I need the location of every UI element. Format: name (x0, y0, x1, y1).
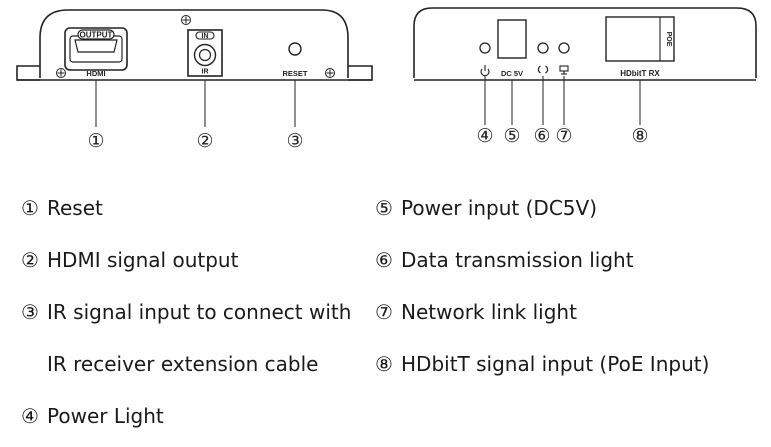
screw-icon (56, 68, 66, 78)
legend-marker: ⑦ (375, 300, 393, 324)
legend-marker: ② (21, 248, 39, 272)
screw-icon (325, 68, 335, 78)
legend-item: ① Reset (21, 196, 103, 220)
legend-text: Power input (DC5V) (401, 196, 598, 220)
poe-label: POE (665, 32, 672, 47)
callout-2: ② (196, 130, 213, 152)
legend-marker: ⑥ (375, 248, 393, 272)
legend-item: IR receiver extension cable (21, 352, 318, 376)
legend-text: IR signal input to connect with (47, 300, 352, 324)
data-transfer-icon (537, 65, 549, 74)
hdbitt-rj45-port (605, 16, 675, 62)
leader-lines-left (95, 80, 296, 127)
hdmi-box-label: OUTPUT (80, 31, 113, 40)
legend-item: ⑥ Data transmission light (375, 248, 634, 272)
legend-text: Power Light (47, 404, 164, 428)
legend-text: Network link light (401, 300, 577, 324)
callout-4: ④ (476, 125, 493, 147)
device-diagram: OUTPUT HDMI IN IR RESET ① ② ③ DC 5V (16, 7, 757, 152)
legend-marker: ③ (21, 300, 39, 324)
legend-marker: ① (21, 196, 39, 220)
reset-button-hole (288, 42, 302, 56)
legend-item: ③ IR signal input to connect with (21, 300, 351, 324)
hdmi-label: HDMI (86, 69, 105, 78)
callout-7: ⑦ (555, 125, 572, 147)
data-led (537, 42, 549, 54)
leader-lines-right (484, 76, 641, 125)
callout-3: ③ (286, 130, 303, 152)
ir-label: IR (202, 69, 209, 76)
legend-text: Reset (47, 196, 103, 220)
reset-label: RESET (282, 69, 307, 78)
callout-6: ⑥ (533, 125, 550, 147)
dc-power-port (497, 19, 527, 59)
callout-1: ① (87, 130, 104, 152)
legend-item: ⑦ Network link light (375, 300, 577, 324)
ir-input-port (187, 29, 223, 77)
legend-text: HDMI signal output (47, 248, 239, 272)
legend-item: ⑤ Power input (DC5V) (375, 196, 597, 220)
power-icon (480, 65, 490, 77)
front-panel-housing (39, 9, 349, 78)
legend-marker: ④ (21, 404, 39, 428)
legend-item: ④ Power Light (21, 404, 164, 428)
legend-item: ⑧ HDbitT signal input (PoE Input) (375, 352, 709, 376)
callout-5: ⑤ (503, 125, 520, 147)
hdmi-output-port (64, 27, 128, 71)
hdbit-label: HDbitT RX (620, 69, 660, 78)
legend-marker: ⑧ (375, 352, 393, 376)
screw-icon (181, 15, 191, 25)
legend-item: ② HDMI signal output (21, 248, 238, 272)
front-panel (16, 9, 373, 81)
ir-box-label: IN (202, 33, 209, 40)
dc-label: DC 5V (501, 69, 523, 78)
power-led (479, 42, 491, 54)
legend-text: HDbitT signal input (PoE Input) (401, 352, 710, 376)
rear-panel-housing (413, 7, 757, 78)
legend-text: IR receiver extension cable (47, 352, 319, 376)
callout-8: ⑧ (631, 125, 648, 147)
legend-text: Data transmission light (401, 248, 634, 272)
legend-marker: ⑤ (375, 196, 393, 220)
link-led (558, 42, 570, 54)
network-icon (559, 65, 569, 75)
